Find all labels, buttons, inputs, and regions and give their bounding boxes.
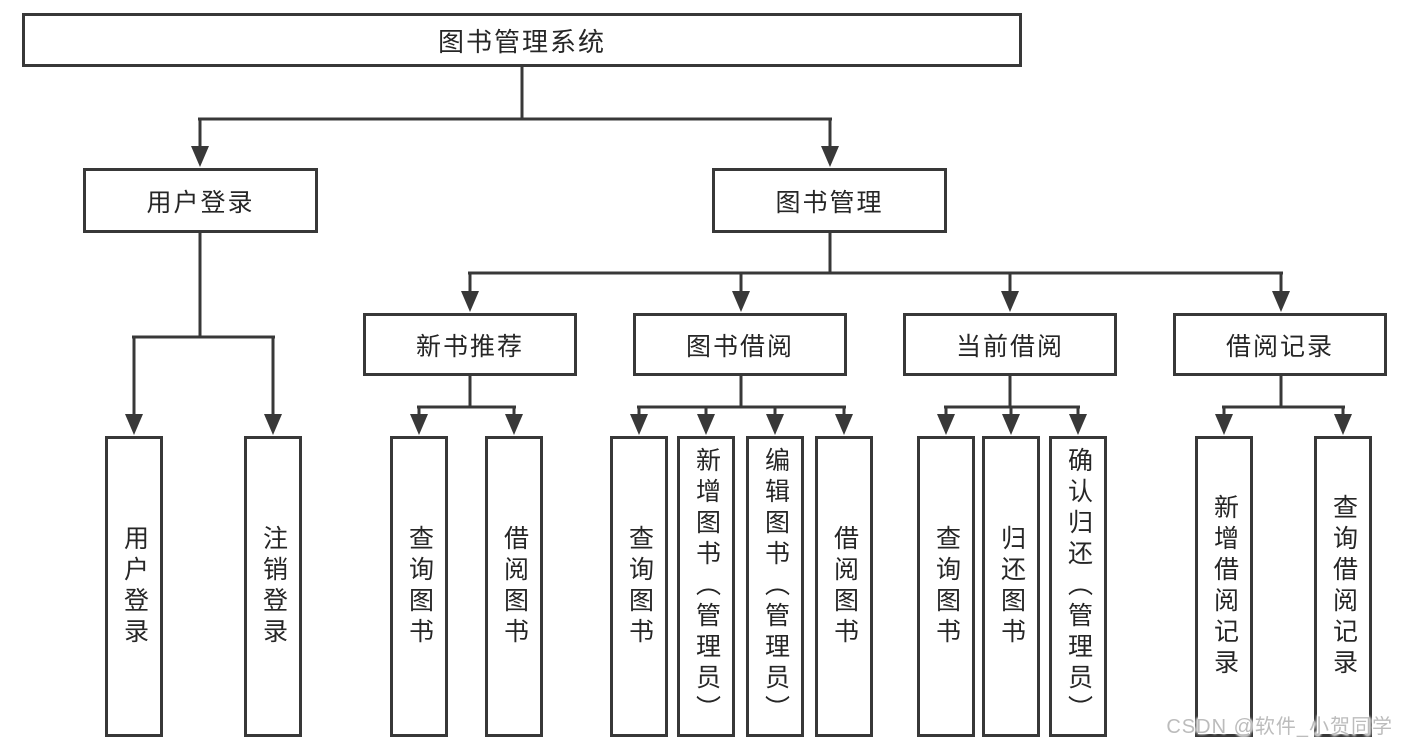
- node-borrowing-records: 借阅记录: [1173, 313, 1387, 376]
- leaf-borrow-books-borrowing: 借阅图书: [815, 436, 873, 737]
- tree-edges: [132, 67, 1345, 414]
- leaf-label: 新增图书（管理员）: [692, 447, 721, 726]
- node-user-login: 用户登录: [83, 168, 318, 233]
- node-current-borrowing: 当前借阅: [903, 313, 1117, 376]
- leaf-query-borrow-record: 查询借阅记录: [1314, 436, 1372, 737]
- leaf-label: 查询图书: [932, 524, 961, 649]
- leaf-return-book: 归还图书: [982, 436, 1040, 737]
- leaf-label: 编辑图书（管理员）: [761, 447, 790, 726]
- leaf-label: 查询借阅记录: [1329, 493, 1358, 680]
- leaf-query-books-borrowing: 查询图书: [610, 436, 668, 737]
- leaf-label: 查询图书: [405, 524, 434, 649]
- leaf-label: 借阅图书: [500, 524, 529, 649]
- leaf-edit-book-admin: 编辑图书（管理员）: [746, 436, 804, 737]
- arrowheads: [125, 146, 1352, 435]
- leaf-label: 归还图书: [997, 524, 1026, 649]
- leaf-label: 借阅图书: [830, 524, 859, 649]
- node-library-management-system: 图书管理系统: [22, 13, 1022, 67]
- leaf-confirm-return-admin: 确认归还（管理员）: [1049, 436, 1107, 737]
- leaf-query-books-current: 查询图书: [917, 436, 975, 737]
- node-book-management: 图书管理: [712, 168, 947, 233]
- leaf-label: 确认归还（管理员）: [1064, 447, 1093, 726]
- leaf-label: 用户登录: [120, 524, 149, 649]
- leaf-label: 新增借阅记录: [1210, 493, 1239, 680]
- leaf-query-books-recommend: 查询图书: [390, 436, 448, 737]
- leaf-add-book-admin: 新增图书（管理员）: [677, 436, 735, 737]
- leaf-add-borrow-record: 新增借阅记录: [1195, 436, 1253, 737]
- leaf-user-login: 用户登录: [105, 436, 163, 737]
- node-book-borrowing: 图书借阅: [633, 313, 847, 376]
- leaf-label: 注销登录: [259, 524, 288, 649]
- leaf-label: 查询图书: [625, 524, 654, 649]
- leaf-borrow-books-recommend: 借阅图书: [485, 436, 543, 737]
- csdn-watermark: CSDN @软件_小贺同学: [1166, 716, 1393, 738]
- leaf-logout: 注销登录: [244, 436, 302, 737]
- node-new-book-recommendation: 新书推荐: [363, 313, 577, 376]
